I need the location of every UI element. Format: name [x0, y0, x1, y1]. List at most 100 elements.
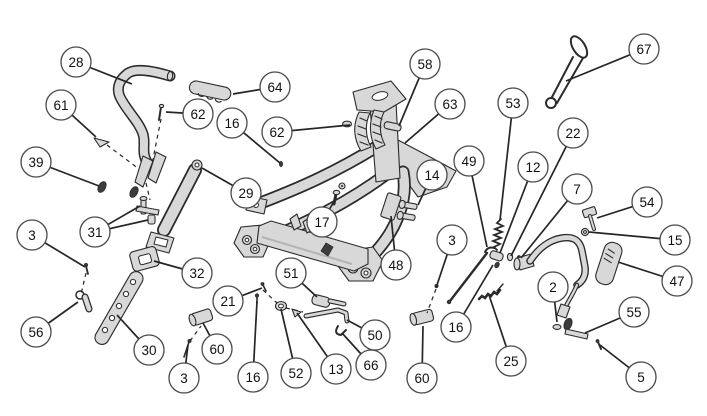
callout-number: 28 [68, 55, 83, 70]
callout-balloon-13: 13 [320, 353, 352, 385]
callout-balloon-16: 16 [440, 311, 472, 343]
lift-rod-50-part [303, 298, 350, 324]
pin-62-part [158, 103, 165, 121]
clevis-pin-56-part [75, 290, 93, 313]
spacer-60-right-part [409, 308, 435, 326]
callout-number: 3 [28, 228, 36, 243]
callout-balloon-16: 16 [237, 361, 269, 393]
callout-balloon-29: 29 [230, 177, 262, 209]
callout-number: 48 [388, 258, 403, 273]
linkage-ends-part [484, 246, 522, 269]
hairpin-67-part [545, 35, 589, 109]
callout-balloon-56: 56 [20, 316, 52, 348]
nut-15-part [580, 227, 590, 237]
callout-number: 56 [28, 325, 43, 340]
bolt-54-part [581, 206, 598, 231]
alignment-dashed-line [189, 325, 202, 342]
callout-number: 55 [626, 305, 641, 320]
callout-number: 61 [53, 98, 68, 113]
callout-balloon-50: 50 [359, 319, 391, 351]
bracket-32-part [129, 246, 160, 272]
frame-cross-beam [256, 220, 369, 272]
index-plate-30-part [94, 271, 144, 345]
callout-balloon-51: 51 [275, 257, 307, 289]
callout-number: 22 [565, 126, 580, 141]
dashed-lines-layer [80, 118, 437, 342]
callout-balloon-63: 63 [434, 88, 466, 120]
callout-balloon-2: 2 [537, 271, 569, 303]
callout-number: 12 [525, 160, 540, 175]
callout-balloon-54: 54 [631, 186, 663, 218]
callout-number: 3 [448, 233, 456, 248]
callout-number: 7 [573, 182, 581, 197]
alignment-dashed-line [145, 182, 151, 201]
callout-balloon-16: 16 [216, 107, 248, 139]
callout-balloon-61: 61 [45, 89, 77, 121]
bolt-14-upper [398, 199, 418, 210]
callout-balloon-62: 62 [182, 98, 214, 130]
callout-balloon-5: 5 [625, 361, 657, 393]
callout-number: 60 [209, 342, 224, 357]
clips-39-part [97, 181, 139, 198]
leader-line-22 [510, 132, 574, 257]
leader-line-53 [499, 102, 514, 221]
callout-balloon-60: 60 [201, 333, 233, 365]
callout-number: 50 [367, 328, 382, 343]
tower-pin-58 [383, 121, 402, 132]
callout-balloon-21: 21 [212, 285, 244, 317]
callout-balloon-64: 64 [259, 71, 291, 103]
callout-balloon-67: 67 [628, 33, 660, 65]
callout-balloon-52: 52 [280, 357, 312, 389]
spring-25-part [477, 283, 504, 301]
callout-number: 67 [636, 42, 651, 57]
callout-balloon-47: 47 [661, 265, 693, 297]
callout-number: 63 [442, 97, 457, 112]
callout-number: 60 [414, 371, 429, 386]
callout-number: 66 [363, 358, 378, 373]
alignment-dashed-line [80, 272, 87, 295]
callout-balloon-48: 48 [380, 249, 412, 281]
callout-balloon-15: 15 [659, 224, 691, 256]
rod-16-right-part [446, 251, 489, 305]
callout-number: 16 [448, 320, 463, 335]
callout-number: 32 [189, 266, 204, 281]
alignment-dashed-line [106, 144, 140, 170]
callout-balloon-25: 25 [495, 345, 527, 377]
callout-number: 29 [238, 186, 253, 201]
alignment-dashed-line [262, 289, 278, 304]
clip-61-part [93, 137, 110, 148]
callout-number: 47 [669, 274, 684, 289]
pedal-grip-part [188, 80, 232, 103]
callout-number: 31 [87, 225, 102, 240]
callout-balloon-31: 31 [79, 216, 111, 248]
callout-number: 14 [424, 168, 440, 183]
callout-balloon-58: 58 [409, 48, 441, 80]
callout-number: 64 [267, 80, 283, 95]
callout-number: 3 [180, 371, 188, 386]
callout-number: 49 [461, 154, 476, 169]
callout-balloon-3: 3 [16, 219, 48, 251]
machine-drawing-layer [75, 35, 623, 358]
callout-balloon-39: 39 [20, 146, 52, 178]
callout-balloon-7: 7 [561, 173, 593, 205]
callout-balloon-62: 62 [261, 116, 293, 148]
callout-balloon-53: 53 [497, 87, 529, 119]
callout-balloon-66: 66 [355, 349, 387, 381]
callout-number: 52 [288, 366, 303, 381]
callout-number: 13 [328, 362, 343, 377]
callout-number: 25 [503, 354, 518, 369]
hardware-31-part [135, 195, 160, 225]
pin-3-left-part [84, 262, 89, 275]
link-arm-29-part [145, 159, 203, 254]
callout-balloon-22: 22 [557, 117, 589, 149]
screw-5-part [595, 339, 602, 350]
callout-balloon-14: 14 [416, 159, 448, 191]
callout-number: 16 [245, 370, 260, 385]
callout-number: 15 [667, 233, 682, 248]
callout-number: 17 [314, 215, 329, 230]
callout-balloon-28: 28 [60, 46, 92, 78]
callout-number: 39 [28, 155, 43, 170]
height-lever-47-part [513, 233, 623, 319]
